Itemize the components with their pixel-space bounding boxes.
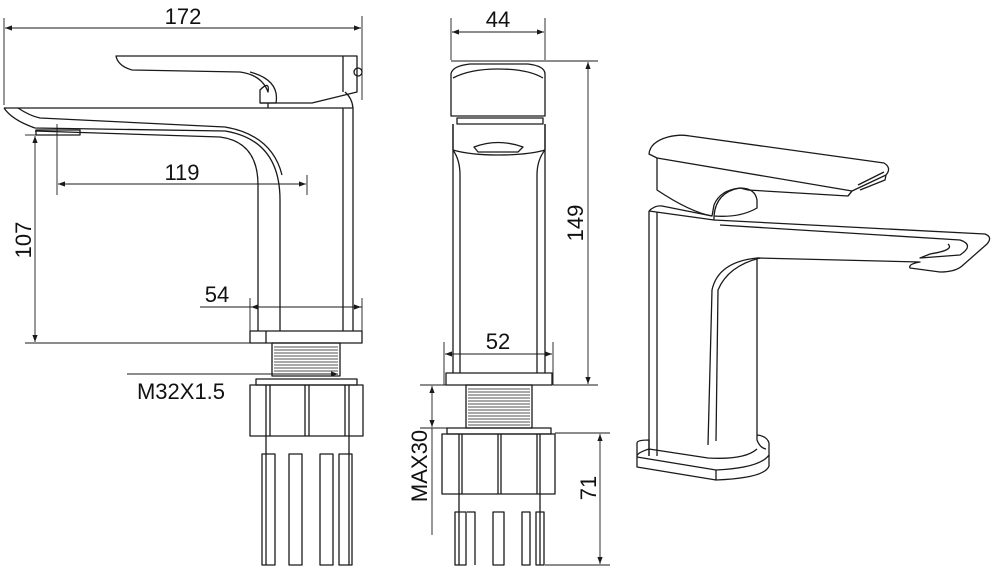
dim-label-thread: M32X1.5	[137, 379, 225, 404]
front-handle	[450, 63, 546, 117]
front-view: 44 149 52 MAX30 71	[407, 7, 610, 566]
side-nut	[249, 378, 364, 566]
perspective-base-plate	[636, 434, 770, 481]
dim-119: 119	[56, 124, 308, 195]
dim-71: 71	[545, 432, 610, 566]
perspective-handle-top	[648, 134, 890, 192]
dim-44: 44	[450, 7, 546, 60]
front-nut	[441, 427, 556, 566]
side-handle	[115, 55, 358, 104]
dim-thread: M32X1.5	[127, 371, 338, 404]
dim-107: 107	[11, 134, 250, 344]
dim-label-spout-height: 107	[11, 222, 36, 259]
dim-54: 54	[200, 282, 363, 331]
side-body	[4, 107, 354, 331]
side-knob	[353, 67, 363, 77]
perspective-spout	[648, 210, 991, 446]
dim-max30: MAX30	[407, 384, 466, 535]
dim-149: 149	[451, 60, 598, 386]
perspective-body	[648, 205, 713, 456]
front-aerator	[473, 141, 524, 153]
dim-label-overall-length: 172	[165, 4, 202, 29]
dim-label-overall-height: 149	[563, 205, 588, 242]
side-thread	[271, 342, 341, 377]
perspective-lever-neck	[713, 187, 758, 217]
dim-label-base-depth: 54	[205, 282, 229, 307]
front-thread	[465, 384, 533, 429]
side-spout	[3, 107, 281, 331]
side-view: 172 119 107 54 M32X1.5	[3, 4, 364, 566]
perspective-view	[636, 134, 991, 481]
dim-52: 52	[443, 329, 554, 385]
dim-label-base-width: 52	[486, 329, 510, 354]
aerator	[35, 129, 81, 136]
dim-label-spout-reach: 119	[164, 160, 199, 185]
dim-172: 172	[3, 4, 363, 105]
dim-label-fixing-length: 71	[576, 476, 601, 500]
dim-label-max-thickness: MAX30	[407, 430, 432, 502]
dim-label-handle-width: 44	[486, 7, 510, 32]
